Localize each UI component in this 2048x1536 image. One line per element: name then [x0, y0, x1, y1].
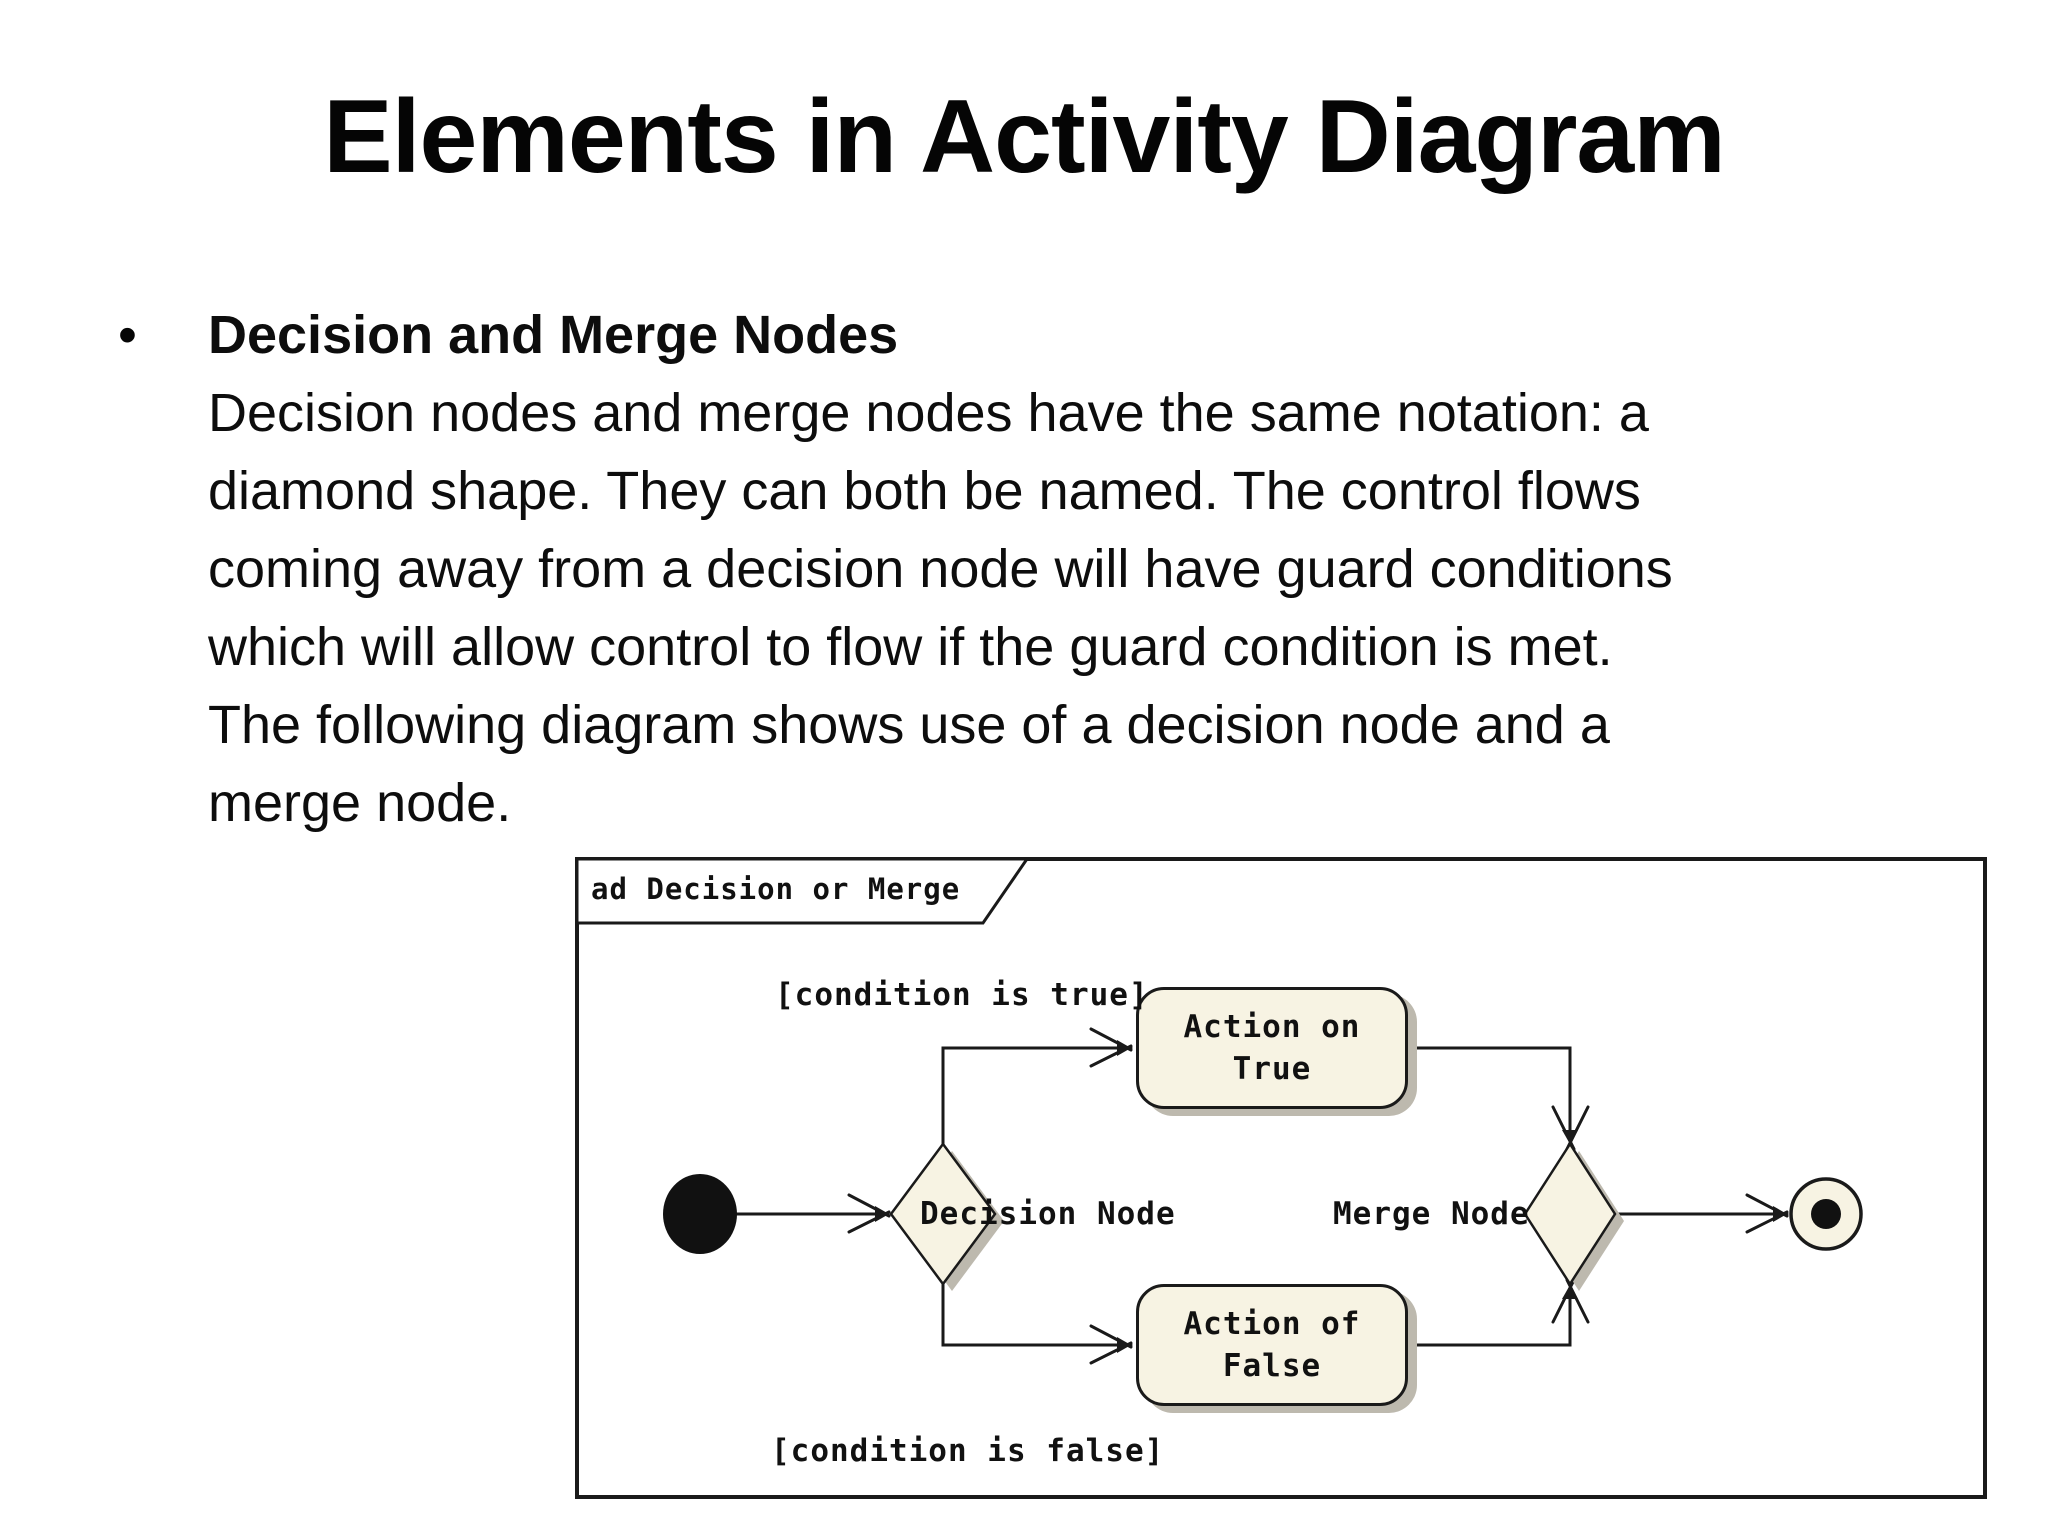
- body-line: merge node.: [208, 773, 512, 833]
- activity-diagram-frame: ad Decision or Merge Action on True Acti…: [575, 857, 1987, 1499]
- body-line: Decision nodes and merge nodes have the …: [208, 383, 1649, 443]
- action-node-true: Action on True: [1136, 987, 1408, 1109]
- final-node-inner-dot: [1811, 1199, 1841, 1229]
- frame-tab-label: ad Decision or Merge: [591, 872, 961, 906]
- flow-decision-to-action-true: [941, 1046, 1133, 1146]
- merge-node-label: Merge Node: [1333, 1196, 1530, 1232]
- bullet-marker: •: [118, 305, 137, 365]
- arrowhead-tips: [875, 1040, 1787, 1353]
- control-flow-lines: [735, 1046, 1789, 1347]
- guard-condition-true-label: [condition is true]: [775, 977, 1149, 1013]
- body-line: coming away from a decision node will ha…: [208, 539, 1673, 599]
- frame-border: [575, 857, 1987, 1499]
- diagram-geometry: [575, 857, 1987, 1499]
- body-line: diamond shape. They can both be named. T…: [208, 461, 1641, 521]
- frame-tab: [575, 857, 1030, 925]
- merge-node-diamond: [1523, 1141, 1617, 1287]
- flow-decision-to-action-false: [941, 1282, 1133, 1347]
- action-true-label: Action on True: [1183, 1009, 1361, 1087]
- body-line: The following diagram shows use of a dec…: [208, 695, 1610, 755]
- decision-node-label: Decision Node: [920, 1196, 1176, 1232]
- bullet-heading: Decision and Merge Nodes: [208, 305, 899, 365]
- flow-action-true-to-merge: [1406, 1046, 1572, 1141]
- initial-node: [663, 1174, 737, 1254]
- bullet-text-block: Decision and Merge Nodes Decision nodes …: [208, 296, 2008, 842]
- guard-condition-false-label: [condition is false]: [771, 1433, 1165, 1469]
- body-line: which will allow control to flow if the …: [208, 617, 1613, 677]
- flow-action-false-to-merge: [1406, 1287, 1572, 1347]
- page-title: Elements in Activity Diagram: [323, 79, 1726, 195]
- decision-node-diamond: [889, 1141, 997, 1287]
- action-node-false: Action of False: [1136, 1284, 1408, 1406]
- action-false-label: Action of False: [1183, 1306, 1361, 1384]
